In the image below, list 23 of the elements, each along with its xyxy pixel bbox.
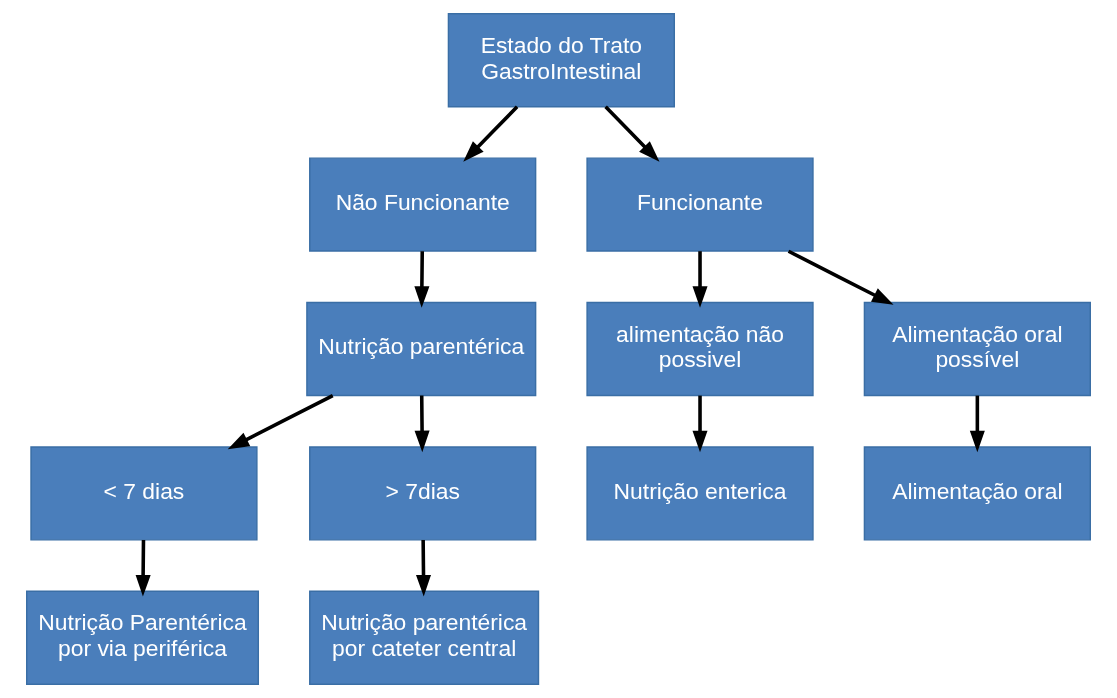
arrow [692,251,708,308]
arrow [414,395,430,453]
arrow [969,395,985,453]
arrow [604,105,660,162]
arrow [414,251,430,308]
node-box: alimentação não possivel [586,301,814,397]
node-box: Estado do Trato GastroIntestinal [447,13,675,108]
arrow [227,394,334,450]
node-box: Nutrição parentérica [306,301,537,397]
arrow [416,539,432,597]
arrow [692,395,708,453]
node-box: Alimentação oral possível [863,301,1091,397]
node-box: Nutrição enterica [586,446,814,541]
node-box: Nutrição parentérica por cateter central [309,590,540,685]
node-box: Nutrição Parentérica por via periférica [26,590,259,685]
node-box: Alimentação oral [863,446,1091,541]
node-box: Não Funcionante [309,157,537,252]
arrow [463,105,519,162]
arrow [787,249,894,305]
node-box: < 7 dias [30,446,258,541]
node-box: Funcionante [586,157,814,252]
arrow [135,539,151,597]
node-box: > 7dias [309,446,537,541]
